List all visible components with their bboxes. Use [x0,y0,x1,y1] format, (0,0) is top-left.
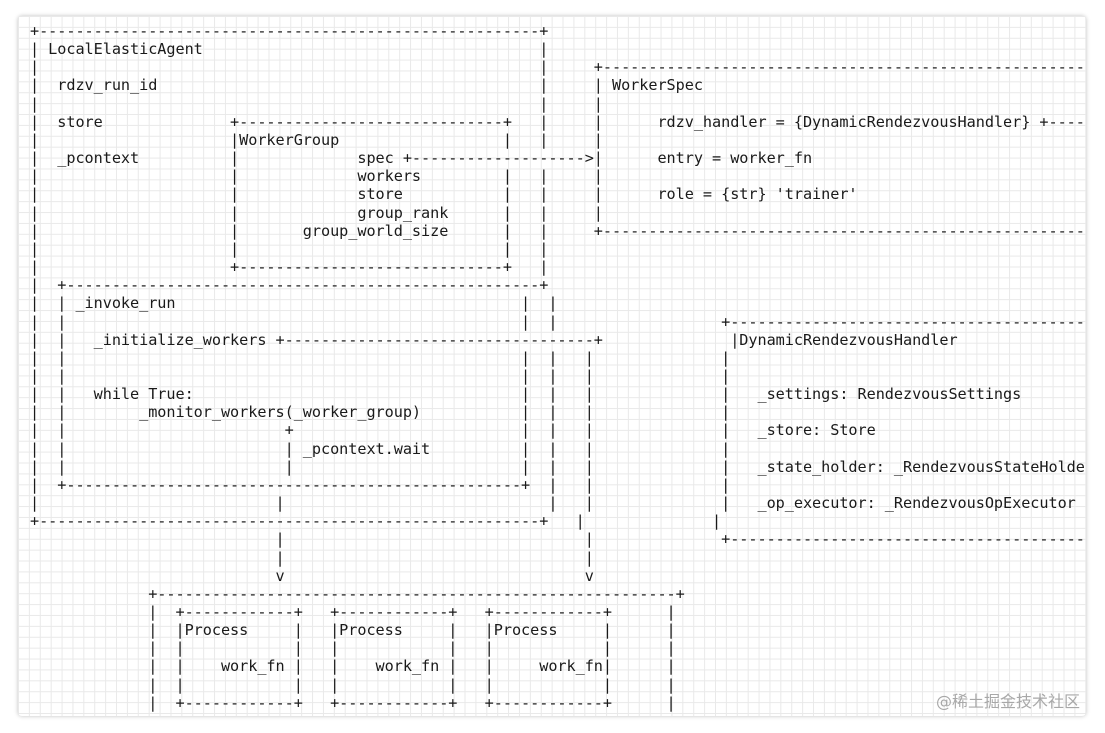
watermark: @稀土掘金技术社区 [935,692,1080,711]
ascii-architecture-diagram: +---------------------------------------… [30,22,1086,716]
diagram-canvas: +---------------------------------------… [18,16,1086,716]
